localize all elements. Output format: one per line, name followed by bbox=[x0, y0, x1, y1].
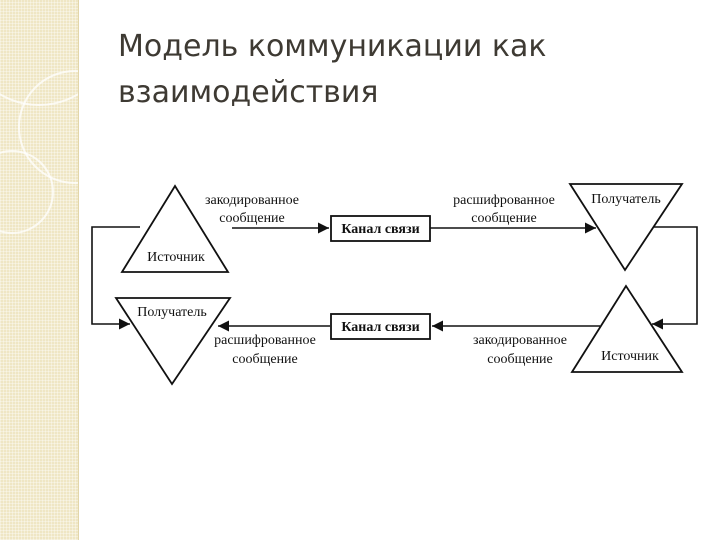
bottom-channel-box bbox=[330, 313, 431, 340]
decorative-side-strip bbox=[0, 0, 78, 540]
strip-divider bbox=[78, 0, 79, 540]
bottom-decoded-message-line-2: сообщение bbox=[232, 352, 298, 367]
bottom-channel-label: Канал связи bbox=[341, 320, 419, 335]
top-source-triangle bbox=[120, 184, 230, 273]
bottom-encoded-message-line-2: сообщение bbox=[487, 352, 553, 367]
bottom-encoded-message-line-1: закодированное bbox=[473, 333, 567, 348]
top-channel-label: Канал связи bbox=[341, 222, 419, 237]
bottom-source-triangle bbox=[570, 284, 684, 373]
bottom-source-label: Источник bbox=[601, 349, 659, 364]
top-decoded-message-line-1: расшифрованное bbox=[453, 193, 555, 208]
top-receiver-label: Получатель bbox=[591, 192, 661, 207]
left-feedback-line bbox=[91, 226, 140, 330]
slide-title: Модель коммуникации как взаимодействия bbox=[118, 24, 678, 116]
bottom-decoded-message-line-1: расшифрованное bbox=[214, 333, 316, 348]
slide-title-line-2: взаимодействия bbox=[118, 75, 379, 110]
top-encoded-message-line-2: сообщение bbox=[219, 211, 285, 226]
bottom-receiver-label: Получатель bbox=[137, 305, 207, 320]
top-encoded-message-line-1: закодированное bbox=[205, 193, 299, 208]
top-receiver-triangle bbox=[568, 183, 684, 272]
bottom-receiver-triangle bbox=[114, 297, 232, 386]
top-source-label: Источник bbox=[147, 250, 205, 265]
slide-title-line-1: Модель коммуникации как bbox=[118, 29, 547, 64]
top-decoded-message-line-2: сообщение bbox=[471, 211, 537, 226]
